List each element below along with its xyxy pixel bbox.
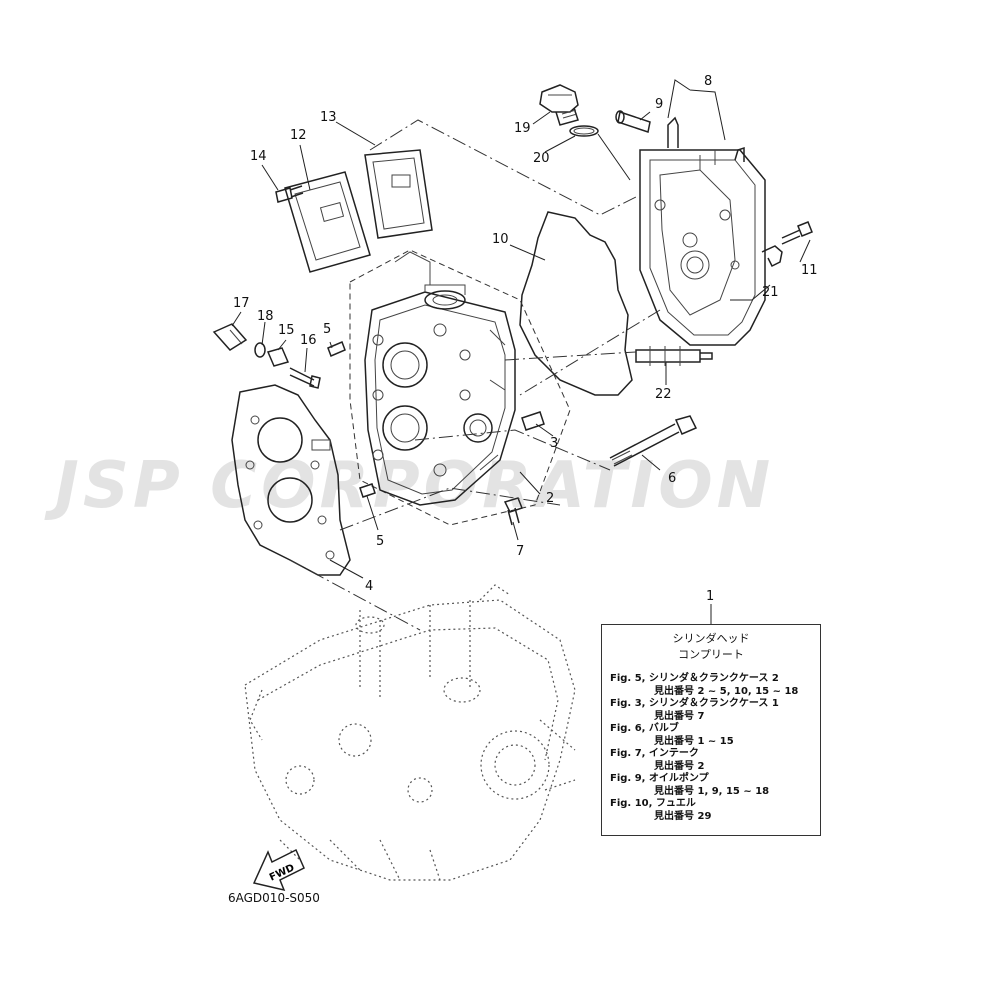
dowel-pin-5-bottom: [359, 483, 376, 498]
callout-numbers: 1 2 3 4 5 5 6 7 8 9 10 11 12 13 14 15 16…: [233, 74, 818, 604]
bolt-11: [781, 221, 813, 245]
reference-fig: Fig. 9, オイルポンプ: [610, 773, 709, 784]
reference-entry: Fig. 7, インテーク 見出番号 2: [610, 748, 812, 773]
callout-16: 16: [300, 333, 317, 348]
dowel-pin-3: [521, 411, 545, 431]
cylinder-head-envelope: [349, 249, 571, 526]
callout-5-bottom: 5: [376, 534, 384, 549]
cylinder-head: [364, 251, 516, 506]
reference-items: 見出番号 7: [654, 710, 705, 722]
anode-cover-13: [364, 149, 433, 239]
callout-21: 21: [762, 285, 779, 300]
o-ring-20: [569, 125, 599, 137]
reference-title-1: シリンダヘッド: [672, 632, 750, 645]
reference-box: シリンダヘッド コンプリート Fig. 5, シリンダ＆クランクケース 2 見出…: [601, 624, 821, 836]
cylinder-head-cover: [639, 116, 766, 346]
oil-filler-cap: [539, 84, 579, 126]
assembly-line-plug: [504, 351, 637, 361]
callout-18: 18: [257, 309, 274, 324]
fwd-arrow: FWD: [252, 848, 305, 892]
reference-items: 見出番号 1, 9, 15 ~ 18: [654, 785, 770, 797]
reference-fig: Fig. 6, バルブ: [610, 723, 679, 734]
callout-22: 22: [655, 387, 672, 402]
cylinder-block-reference: [244, 584, 576, 881]
reference-title-2: コンプリート: [678, 648, 744, 661]
reference-entry: Fig. 5, シリンダ＆クランクケース 2 見出番号 2 ~ 5, 10, 1…: [610, 673, 812, 698]
reference-entry: Fig. 10, フュエル 見出番号 29: [610, 798, 812, 823]
callout-5-top: 5: [323, 322, 331, 337]
callout-17: 17: [233, 296, 250, 311]
head-gasket: [231, 384, 351, 576]
anode-cover-12: [284, 171, 371, 273]
callout-12: 12: [290, 128, 307, 143]
leader-lines: [231, 79, 811, 624]
fitting-17: [212, 323, 248, 351]
bolt-16: [289, 367, 321, 389]
callout-6: 6: [668, 471, 676, 486]
reference-items: 見出番号 2: [654, 760, 705, 772]
callout-8: 8: [704, 74, 712, 89]
reference-fig: Fig. 3, シリンダ＆クランクケース 1: [610, 698, 779, 709]
callout-7: 7: [516, 544, 524, 559]
watermark-text: JSP CORPORATION: [44, 449, 774, 523]
callout-3: 3: [550, 436, 558, 451]
reference-fig: Fig. 10, フュエル: [610, 798, 696, 809]
reference-entry: Fig. 3, シリンダ＆クランクケース 1 見出番号 7: [610, 698, 812, 723]
collar-15: [266, 347, 290, 367]
callout-2: 2: [546, 491, 554, 506]
reference-items: 見出番号 1 ~ 15: [654, 735, 734, 747]
callout-4: 4: [365, 579, 373, 594]
reference-fig: Fig. 5, シリンダ＆クランクケース 2: [610, 673, 779, 684]
callout-1: 1: [706, 589, 714, 604]
assembly-line-to-crankcase: [289, 559, 421, 631]
assembly-line-head: [414, 429, 611, 471]
head-cover-gasket: [519, 211, 633, 396]
bolt-6: [609, 415, 698, 467]
reference-items: 見出番号 2 ~ 5, 10, 15 ~ 18: [654, 685, 799, 697]
callout-11: 11: [801, 263, 818, 278]
bolt-14: [275, 185, 304, 203]
callout-20: 20: [533, 151, 550, 166]
spark-plug: [635, 346, 713, 366]
diagram-code: 6AGD010-S050: [228, 891, 320, 905]
fwd-label: FWD: [268, 863, 296, 884]
reference-items: 見出番号 29: [654, 810, 712, 822]
reference-fig: Fig. 7, インテーク: [610, 748, 699, 759]
o-ring-18: [254, 342, 266, 358]
callout-13: 13: [320, 110, 337, 125]
dowel-pin-5-top: [327, 341, 346, 357]
callout-14: 14: [250, 149, 267, 164]
reference-entry: Fig. 6, バルブ 見出番号 1 ~ 15: [610, 723, 812, 748]
clip-21: [761, 245, 783, 268]
reference-entry: Fig. 9, オイルポンプ 見出番号 1, 9, 15 ~ 18: [610, 773, 812, 798]
assembly-line-cover-to-anode: [369, 119, 641, 216]
callout-9: 9: [655, 97, 663, 112]
callout-15: 15: [278, 323, 295, 338]
callout-10: 10: [492, 232, 509, 247]
bolt-7: [503, 497, 523, 526]
callout-19: 19: [514, 121, 531, 136]
assembly-line-cover-side: [519, 309, 661, 396]
dowel-pin-9: [615, 110, 651, 133]
